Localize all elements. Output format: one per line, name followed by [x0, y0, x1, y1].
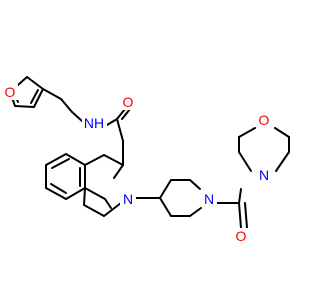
bond: [83, 204, 105, 217]
bond: [106, 118, 118, 126]
bond: [159, 179, 172, 199]
bond-double-inner: [121, 108, 131, 120]
bond: [116, 118, 124, 142]
bond: [238, 127, 256, 138]
bond: [14, 105, 35, 108]
bond: [274, 127, 290, 138]
bond: [42, 88, 62, 100]
bond: [60, 98, 73, 113]
bond: [159, 197, 172, 217]
atom-label-background: [120, 94, 136, 110]
molecule-structure: O NH O N N O N O: [2, 76, 290, 244]
bond-double-inner: [51, 158, 70, 169]
bond: [189, 179, 201, 190]
bond-layer: [9, 76, 290, 229]
urea-oxygen-label: O: [236, 228, 247, 244]
bond: [26, 76, 44, 90]
bond: [65, 187, 86, 200]
bond: [45, 153, 67, 166]
bond: [84, 154, 105, 166]
atom-label-layer: O NH O N N O N O: [2, 84, 272, 244]
atom-label-background: [256, 167, 272, 183]
ring-nitrogen-label: N: [123, 191, 133, 207]
bond: [103, 202, 122, 217]
piperidine-nitrogen-label: N: [204, 191, 214, 207]
bond: [104, 198, 112, 209]
bond-double-inner: [30, 89, 39, 104]
bond: [189, 207, 202, 217]
bond: [238, 188, 242, 204]
bond: [84, 187, 106, 200]
bond: [65, 153, 86, 166]
bond: [71, 111, 83, 122]
atom-label-background: [120, 191, 136, 207]
morpholine-oxygen-label: O: [259, 112, 270, 128]
bond: [238, 202, 242, 229]
furan-oxygen-label: O: [5, 84, 16, 100]
bond-double-inner: [50, 183, 67, 194]
bond: [275, 151, 290, 172]
bond: [238, 151, 252, 172]
bond: [83, 187, 86, 206]
amide-nitrogen-label: NH: [84, 115, 104, 131]
atom-label-background: [233, 228, 249, 244]
atom-label-background: [201, 191, 217, 207]
bond: [45, 187, 67, 200]
bond: [113, 164, 124, 179]
carbonyl-oxygen-label: O: [123, 94, 134, 110]
bond: [33, 88, 44, 108]
atom-label-background: [2, 84, 18, 100]
bond-double-inner: [244, 202, 248, 229]
bond: [116, 108, 126, 120]
atom-label-background: [82, 114, 107, 130]
morpholine-nitrogen-label: N: [259, 167, 269, 183]
atom-label-background: [256, 112, 272, 128]
bond: [103, 154, 124, 166]
